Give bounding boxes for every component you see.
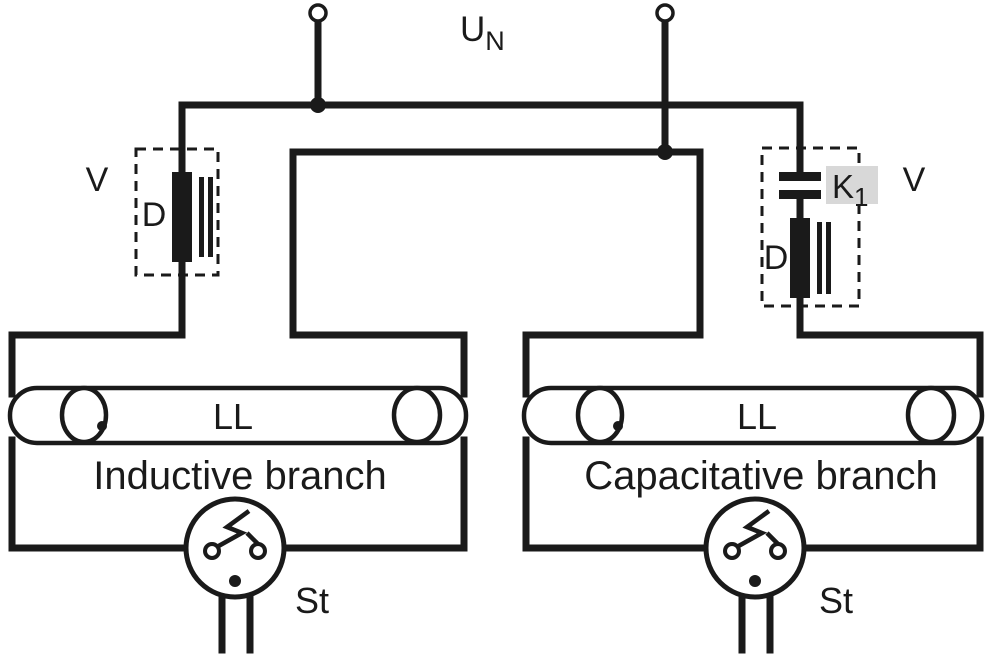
right-starter-electrode-zigzag: [733, 509, 771, 550]
capacitor-symbol-subscript: 1: [854, 182, 868, 212]
left-lamp-electrode-right: [391, 385, 443, 445]
left-lamp-dot: [97, 421, 107, 431]
supply-terminal-left: [308, 3, 328, 23]
right-box-label: V: [903, 161, 926, 199]
supply-voltage-symbol: U: [460, 10, 485, 49]
wire-left-starter-loop-right: [279, 436, 468, 552]
wire-neutral-bus: [289, 148, 704, 339]
capacitor-plate-top: [779, 172, 821, 181]
supply-voltage-subscript: N: [485, 26, 505, 56]
left-lamp-label: LL: [213, 396, 253, 437]
left-box-label: V: [86, 161, 109, 199]
wire-left-starter-loop-left: [8, 436, 191, 552]
left-ballast-winding-line-2: [208, 177, 213, 257]
right-starter-contact-right: [769, 542, 787, 560]
left-starter-terminal-dot: [229, 575, 241, 587]
right-starter: [703, 496, 807, 600]
left-starter-label: St: [295, 580, 329, 621]
capacitor-symbol-letter: K: [832, 168, 854, 205]
right-ballast-winding-line-2: [826, 222, 831, 294]
left-starter-contact-right: [249, 542, 267, 560]
right-lamp-electrode-right: [905, 385, 957, 445]
left-ballast-boundary-box: [134, 147, 220, 277]
wire-right-starter-loop-right: [799, 436, 984, 552]
supply-voltage-label: UN: [460, 10, 505, 56]
right-starter-contact-left: [723, 542, 741, 560]
wiring: [8, 17, 984, 654]
right-ballast-label: D: [764, 239, 789, 277]
capacitor-label: K1: [832, 168, 868, 212]
right-branch-label: Capacitative branch: [584, 454, 938, 498]
right-ballast-winding-line-1: [817, 222, 822, 294]
left-starter-electrode-zigzag: [213, 509, 251, 550]
capacitor-plate-bottom: [779, 190, 821, 199]
left-starter-body: [183, 496, 287, 600]
wire-right-neutral-to-lamp: [522, 331, 704, 398]
wire-left-neutral-to-lamp: [289, 331, 468, 398]
wire-right-ballast-to-lamp: [796, 292, 984, 398]
right-starter-terminal-dot: [749, 575, 761, 587]
right-starter-label: St: [819, 580, 853, 621]
right-ballast-symbol: [790, 218, 831, 298]
right-lamp-dot: [613, 421, 623, 431]
junction-dot-left: [310, 97, 326, 113]
right-starter-body: [703, 496, 807, 600]
left-lamp: LL: [7, 385, 469, 446]
left-starter: [183, 496, 287, 600]
capacitor-label-highlight: [826, 166, 878, 204]
left-ballast-core-bar: [172, 172, 192, 262]
right-ballast-core-bar: [790, 218, 810, 298]
capacitor-symbol: [779, 172, 821, 199]
right-starter-electrode-lead: [765, 531, 780, 546]
left-ballast-winding-line-1: [199, 177, 204, 257]
right-lamp-electrode-left: [575, 385, 625, 445]
junction-dot-right: [657, 144, 673, 160]
right-lamp-tube: [521, 385, 985, 446]
left-branch-label: Inductive branch: [93, 454, 387, 498]
left-lamp-electrode-left: [59, 385, 109, 445]
wire-left-ballast-to-lamp: [8, 256, 186, 398]
left-ballast-label: D: [142, 196, 167, 234]
left-starter-contact-left: [203, 542, 221, 560]
left-starter-electrode-lead: [245, 531, 260, 546]
wire-right-starter-loop-left: [522, 436, 711, 552]
supply-terminal-right: [655, 3, 675, 23]
left-lamp-tube: [7, 385, 469, 446]
left-ballast-symbol: [172, 172, 213, 262]
right-ballast-boundary-box: [760, 146, 861, 308]
right-lamp-label: LL: [737, 396, 777, 437]
right-lamp: LL: [521, 385, 985, 446]
